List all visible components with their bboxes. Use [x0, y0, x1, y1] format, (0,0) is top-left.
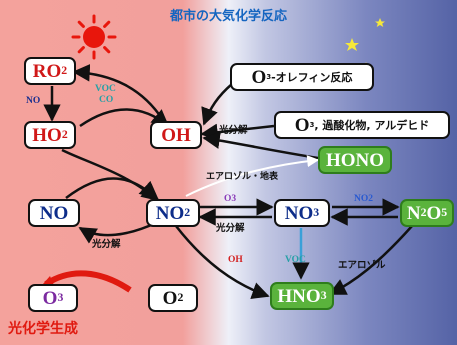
arrow-olefin-to-oh [201, 83, 233, 126]
node-hono-label: HONO [325, 149, 385, 171]
node-no-label: NO [39, 202, 69, 224]
red-formation-arrow [44, 270, 132, 293]
o3-olefin-sub: 3 [266, 72, 272, 81]
o3-peroxide-o: O [294, 114, 310, 136]
node-no3-sub: 3 [313, 206, 320, 220]
node-no: NO [28, 199, 80, 227]
label-voc-hno3: VOC [285, 255, 306, 265]
arrow-n2o5-to-hno3 [328, 225, 413, 296]
node-ro2-sub: 2 [61, 64, 68, 78]
label-aerosol-surface: エアロゾル・地表 [206, 172, 279, 182]
label-photolysis-oh: 光分解 [219, 125, 248, 136]
n2o5-n-sub: 2 [420, 206, 427, 220]
node-no2-label: NO [155, 202, 185, 224]
arrow-no-to-no2 [65, 177, 158, 200]
node-o2-sub: 2 [177, 291, 184, 305]
node-hno3-sub: 3 [320, 289, 327, 303]
o3-olefin-text: -オレフィン反応 [271, 70, 353, 84]
arrow-hono-to-oh [202, 131, 319, 160]
o3-peroxide-sub: 3 [309, 120, 315, 129]
node-o3-label: O [42, 287, 58, 309]
label-photolysis-no3: 光分解 [216, 223, 245, 234]
node-no2-sub: 2 [184, 206, 191, 220]
node-o2-label: O [162, 287, 178, 309]
node-ro2-label: RO [32, 60, 62, 82]
n2o5-o-sub: 5 [441, 206, 448, 220]
label-voc: VOC [95, 84, 116, 94]
node-o3-sub: 3 [57, 291, 64, 305]
arrow-no2-to-hno3 [175, 225, 270, 300]
node-ho2-label: HO [32, 124, 62, 146]
photochemical-formation-label: 光化学生成 [8, 321, 78, 337]
node-hno3-label: HNO [277, 285, 321, 307]
arrow-no2-to-hono [185, 155, 320, 197]
node-no3-label: NO [284, 202, 314, 224]
label-no2-arrow: NO2 [354, 194, 373, 204]
sun-icon [71, 14, 117, 60]
arrow-oh-to-ro2 [72, 64, 165, 121]
label-photolysis-no2: 光分解 [92, 239, 121, 250]
n2o5-o: O [426, 202, 442, 224]
label-oh-arrow: OH [228, 255, 243, 265]
arrow-ho2-to-oh [79, 108, 170, 128]
node-ho2-sub: 2 [61, 128, 68, 142]
label-o3-arrow: O3 [224, 194, 237, 204]
node-oh-label: OH [161, 124, 191, 146]
node-oh: OH [150, 121, 202, 149]
label-co: CO [99, 95, 114, 105]
o3-olefin-o: O [251, 66, 267, 88]
diagram-title: 都市の大気化学反応 [169, 9, 287, 24]
node-hono: HONO [318, 146, 392, 174]
label-no-arrow: NO [26, 96, 41, 106]
n2o5-n: N [406, 202, 421, 224]
o3-peroxide-text: , 過酸化物, アルデヒド [314, 118, 430, 132]
label-aerosol: エアロゾル [338, 260, 386, 271]
